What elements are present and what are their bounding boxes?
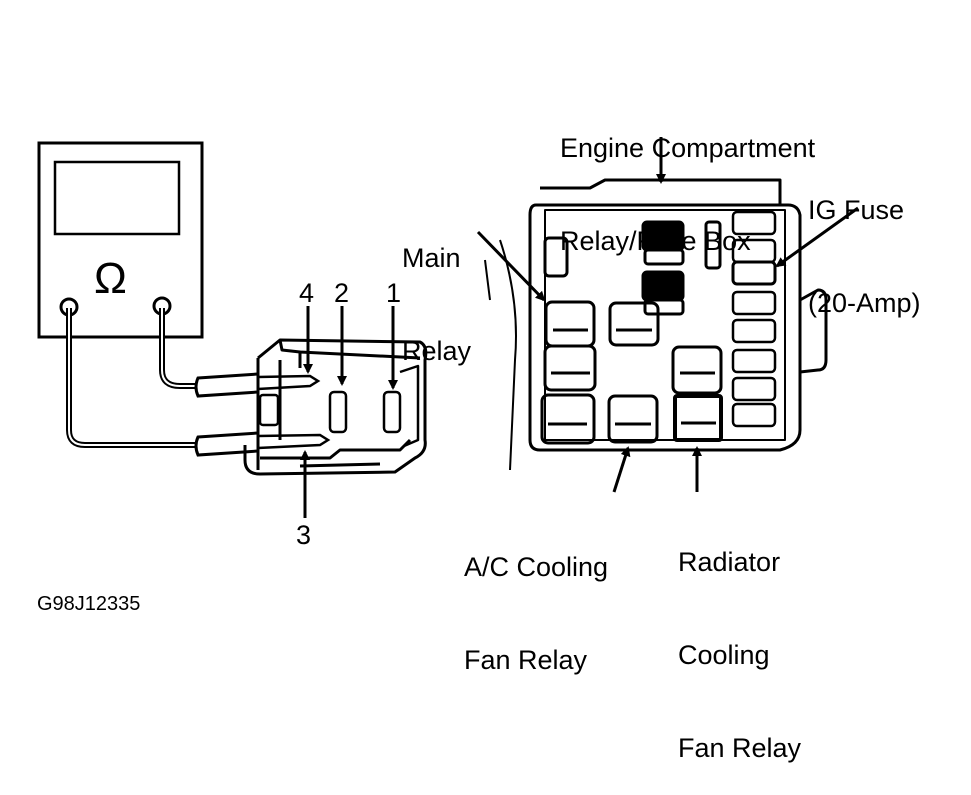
connector-base <box>260 438 412 468</box>
arrow-main-relay <box>476 230 546 302</box>
connector-right-latch <box>399 364 420 448</box>
terminal-label-2: 2 <box>334 278 350 308</box>
relay-4 <box>671 345 723 395</box>
terminal-arrows <box>300 306 398 518</box>
fuse-box <box>484 178 828 471</box>
label-radiator-relay-line1: Radiator <box>678 547 781 577</box>
fuse-box-outer <box>528 203 802 452</box>
probe-upper <box>194 372 260 398</box>
harness-lines <box>484 239 517 471</box>
lead-wire-left-inner <box>68 308 200 446</box>
terminal-blade-3-side <box>258 393 280 427</box>
label-main-relay-line1: Main <box>402 243 461 273</box>
fuse-block-2-base <box>643 298 685 316</box>
label-fuse-box-line2: Relay/Fuse Box <box>560 226 751 256</box>
relay-2 <box>608 301 660 347</box>
main-relay <box>544 300 596 348</box>
callout-arrows <box>476 137 859 493</box>
label-fuse-box: Engine Compartment Relay/Fuse Box <box>560 71 815 288</box>
lead-wire-right <box>159 308 200 389</box>
fuse <box>731 348 777 374</box>
terminal-label-3: 3 <box>296 520 312 550</box>
ohm-symbol: Ω <box>94 254 127 303</box>
arrow-ac-relay <box>612 446 631 493</box>
label-radiator-relay-line2: Cooling <box>678 640 770 670</box>
relay-3 <box>543 344 597 392</box>
label-radiator-relay: Radiator Cooling Fan Relay <box>678 485 801 795</box>
label-ac-relay-line1: A/C Cooling <box>464 552 609 582</box>
label-ig-fuse-line2: (20-Amp) <box>808 288 921 318</box>
test-leads <box>66 308 331 457</box>
relay-connector <box>243 338 428 476</box>
relay-test-diagram <box>37 137 859 518</box>
fuse <box>731 210 777 236</box>
label-ig-fuse: IG Fuse (20-Amp) <box>808 133 921 350</box>
label-ig-fuse-line1: IG Fuse <box>808 195 905 225</box>
label-radiator-relay-line3: Fan Relay <box>678 733 802 763</box>
terminal-blade-2 <box>328 390 348 434</box>
ig-fuse-20a <box>731 260 777 286</box>
terminal-label-4: 4 <box>299 278 315 308</box>
terminal-label-1: 1 <box>386 278 402 308</box>
radiator-cooling-fan-relay <box>673 394 723 442</box>
small-relay <box>543 236 569 278</box>
connector-inner-wall <box>256 358 282 470</box>
probe-lower-tip <box>257 433 331 450</box>
lead-wire-left <box>66 308 200 448</box>
ac-cooling-fan-relay <box>607 394 659 444</box>
fuse <box>731 290 777 316</box>
label-ac-relay-line2: Fan Relay <box>464 645 588 675</box>
lead-wire-right-inner <box>161 308 200 387</box>
connector-top-edge <box>278 339 421 368</box>
fuse <box>731 402 777 428</box>
probe-upper-tip <box>257 374 321 391</box>
fuse-block-1-base <box>643 248 685 266</box>
probe-lower <box>194 431 260 457</box>
label-main-relay: Main Relay <box>402 181 471 398</box>
ohmmeter <box>37 141 204 339</box>
fuse <box>731 318 777 344</box>
terminal-blade-1 <box>382 390 402 434</box>
meter-body <box>37 141 204 339</box>
fuse-box-lid-edge <box>540 178 782 206</box>
fuse-box-side-bracket <box>799 288 828 374</box>
fuse-column <box>731 210 777 428</box>
figure-id: G98J12335 <box>37 593 141 615</box>
relay-bottom-left <box>540 393 596 445</box>
arrow-ig-fuse <box>775 206 859 268</box>
vertical-fuse <box>704 220 722 270</box>
fuse <box>731 376 777 402</box>
meter-display <box>53 160 181 236</box>
connector-outline <box>243 338 428 476</box>
label-main-relay-line2: Relay <box>402 336 472 366</box>
label-ac-relay: A/C Cooling Fan Relay <box>464 490 608 707</box>
label-fuse-box-line1: Engine Compartment <box>560 133 816 163</box>
